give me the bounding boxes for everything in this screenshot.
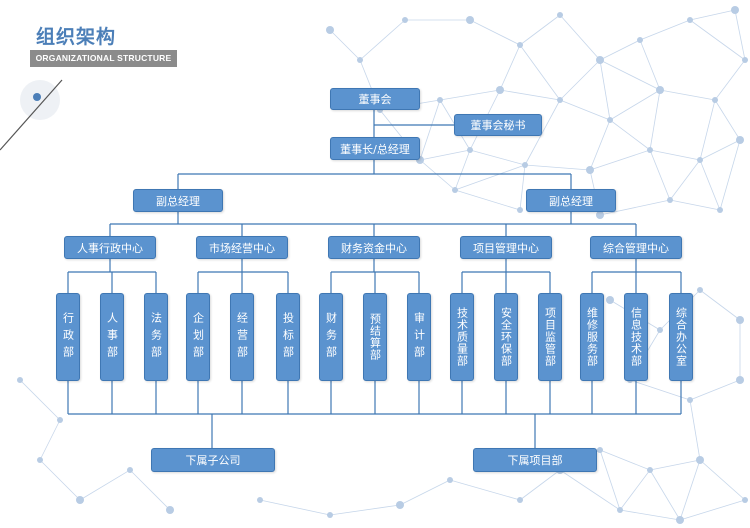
center-general: 综合管理中心 — [590, 236, 682, 259]
dept-admin: 行政部 — [56, 293, 80, 381]
center-marketing: 市场经营中心 — [196, 236, 288, 259]
center-hr-admin: 人事行政中心 — [64, 236, 156, 259]
dept-general-office: 综合办公室 — [669, 293, 693, 381]
center-finance: 财务资金中心 — [328, 236, 420, 259]
dept-operations: 经营部 — [230, 293, 254, 381]
vp-right-box: 副总经理 — [526, 189, 616, 212]
board-secretary-box: 董事会秘书 — [454, 114, 542, 136]
dept-finance: 财务部 — [319, 293, 343, 381]
project-dept-box: 下属项目部 — [473, 448, 597, 472]
center-project: 项目管理中心 — [460, 236, 552, 259]
dept-safety-env: 安全环保部 — [494, 293, 518, 381]
page-title: 组织架构 — [36, 26, 117, 48]
dept-audit: 审计部 — [407, 293, 431, 381]
dept-budget-settlement: 预结算部 — [363, 293, 387, 381]
dept-tech-quality: 技术质量部 — [450, 293, 474, 381]
dept-maintenance: 维修服务部 — [580, 293, 604, 381]
page-subtitle: ORGANIZATIONAL STRUCTURE — [30, 50, 177, 67]
dept-it: 信息技术部 — [624, 293, 648, 381]
dept-project-supervision: 项目监管部 — [538, 293, 562, 381]
dept-planning: 企划部 — [186, 293, 210, 381]
dept-hr: 人事部 — [100, 293, 124, 381]
chairman-box: 董事长/总经理 — [330, 137, 420, 160]
dept-legal: 法务部 — [144, 293, 168, 381]
board-box: 董事会 — [330, 88, 420, 110]
subsidiary-box: 下属子公司 — [151, 448, 275, 472]
vp-left-box: 副总经理 — [133, 189, 223, 212]
dept-bidding: 投标部 — [276, 293, 300, 381]
